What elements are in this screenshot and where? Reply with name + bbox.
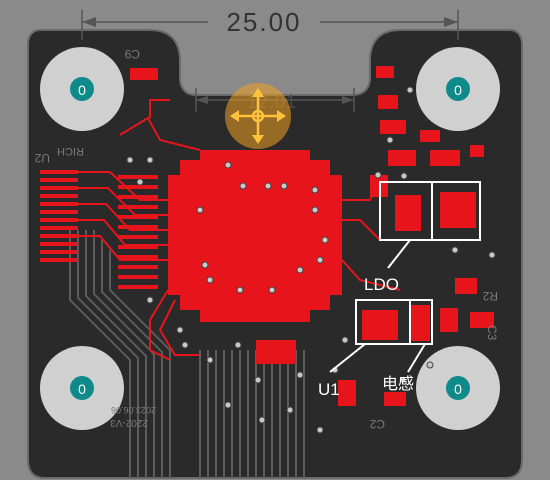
dimension-top-value: 25.00 bbox=[226, 7, 301, 37]
top-layer-traces bbox=[78, 99, 401, 361]
mounting-hole-top-left[interactable]: 0 bbox=[40, 47, 124, 131]
mounting-hole-bottom-left[interactable]: 0 bbox=[40, 346, 124, 430]
silk-board-name: 2202-V3 bbox=[110, 417, 148, 428]
mounting-hole-bottom-right[interactable]: 0 bbox=[416, 346, 500, 430]
mounting-hole-top-right[interactable]: 0 bbox=[416, 47, 500, 131]
vias bbox=[126, 86, 496, 434]
left-connector-pads[interactable] bbox=[40, 170, 158, 289]
annotation-leaders bbox=[329, 239, 426, 373]
silk-c9: C9 bbox=[124, 47, 140, 61]
mounting-hole-label: 0 bbox=[78, 381, 86, 397]
mounting-hole-label: 0 bbox=[454, 381, 462, 397]
mounting-hole-label: 0 bbox=[78, 82, 86, 98]
annotation-ldo: LDO bbox=[364, 275, 399, 294]
highlight-box-ldo[interactable] bbox=[379, 181, 481, 241]
bottom-layer-traces bbox=[69, 230, 305, 478]
silk-c2: C2 bbox=[369, 417, 385, 431]
silk-r2: R2 bbox=[482, 289, 498, 303]
silk-c3: C3 bbox=[485, 325, 499, 341]
annotation-u1: U1 bbox=[318, 380, 340, 399]
dimension-top[interactable]: 25.00 bbox=[81, 7, 459, 40]
right-components[interactable] bbox=[130, 66, 494, 406]
silk-u2: U2 bbox=[34, 151, 50, 165]
mounting-hole-label: 0 bbox=[454, 82, 462, 98]
silk-rich: RICH bbox=[57, 145, 84, 157]
silk-board-rev: 2023.06.06 bbox=[111, 405, 156, 415]
annotation-inductor: 电感 bbox=[382, 375, 414, 393]
mcu-footprint[interactable] bbox=[168, 150, 342, 322]
origin-move-marker[interactable] bbox=[225, 83, 291, 149]
highlight-box-u1[interactable] bbox=[355, 299, 433, 345]
